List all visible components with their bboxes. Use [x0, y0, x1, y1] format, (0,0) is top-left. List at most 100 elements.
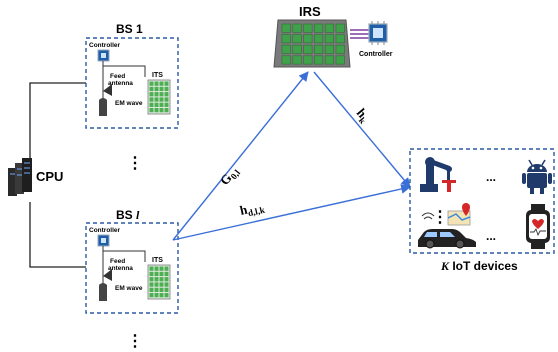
its-cell: [149, 277, 154, 282]
bs1-antenna-label: antenna: [108, 80, 133, 87]
bs1-control-path: [103, 65, 146, 77]
devices-ellipsis-top: ...: [486, 170, 496, 184]
iot-devices-text: IoT devices: [449, 259, 518, 273]
bsl-title-prefix: BS: [116, 208, 136, 222]
robot-arm-icon: [420, 157, 456, 192]
its-cell: [164, 97, 169, 102]
its-cell: [164, 92, 169, 97]
irs-element: [314, 44, 324, 54]
link-bs-to-devices: [172, 184, 411, 241]
bs-ellipsis-1: ⋮: [127, 155, 143, 172]
irs-element: [314, 55, 324, 65]
irs-element: [314, 34, 324, 44]
its-cell: [154, 282, 159, 287]
its-cell: [149, 92, 154, 97]
its-cell: [154, 108, 159, 113]
irs-element: [303, 55, 313, 65]
irs-element: [281, 55, 291, 65]
its-cell: [164, 86, 169, 92]
its-cell: [159, 271, 164, 277]
iot-devices-label: K IoT devices: [440, 259, 518, 273]
its-cell: [164, 277, 169, 282]
its-cell: [154, 271, 159, 277]
channel-links: [172, 71, 411, 241]
label-g0l: G0,l: [217, 163, 243, 189]
irs-element: [303, 34, 313, 44]
its-cell: [164, 287, 169, 292]
irs-element: [335, 44, 345, 54]
cpu-label: CPU: [36, 169, 63, 184]
android-robot-icon: [522, 159, 552, 194]
its-cell: [159, 282, 164, 287]
irs-cells: [281, 23, 345, 65]
bs1-controller-label: Controller: [89, 42, 121, 49]
its-cell: [154, 86, 159, 92]
irs-element: [281, 44, 291, 54]
its-cell: [149, 282, 154, 287]
its-cell: [159, 108, 164, 113]
bsl-chip-icon: [97, 234, 110, 247]
smartwatch-icon: [526, 204, 550, 249]
its-cell: [159, 293, 164, 298]
irs-element: [292, 23, 302, 33]
irs-element: [281, 34, 291, 44]
irs-element: [292, 55, 302, 65]
bs1-em-wave-label: EM wave: [115, 100, 143, 107]
irs-element: [281, 23, 291, 33]
its-cell: [159, 92, 164, 97]
bs1-feed-label: Feed: [110, 73, 125, 80]
cpu-connections: [29, 82, 86, 268]
its-cell: [154, 81, 159, 86]
bs1-its-panel: [147, 79, 171, 115]
bsl-control-path: [102, 246, 146, 262]
iot-frame: [409, 148, 555, 254]
its-cell: [149, 102, 154, 107]
link-bs-to-irs: [172, 71, 309, 241]
its-cell: [164, 282, 169, 287]
its-cell: [159, 97, 164, 102]
irs-title: IRS: [299, 4, 321, 19]
bs1-chip-icon: [97, 49, 110, 62]
its-cell: [154, 266, 159, 271]
cpu-icon: [8, 158, 32, 196]
its-cell: [154, 293, 159, 298]
irs-element: [324, 44, 335, 54]
its-cell: [154, 97, 159, 102]
irs-element: [335, 23, 345, 33]
irs-element: [303, 44, 313, 54]
bs1-title: BS 1: [116, 22, 143, 36]
bsl-horn-antenna-icon: [99, 269, 112, 301]
its-cell: [154, 102, 159, 107]
bsl-group: BS l Controller Feed antenna ITS EM wave: [85, 208, 179, 314]
devices-ellipsis-left: ⋮: [432, 209, 448, 226]
its-cell: [149, 293, 154, 298]
iot-devices-group: ... ⋮ ⋮ ...: [409, 148, 555, 273]
its-cell: [149, 86, 154, 92]
its-cell: [149, 266, 154, 271]
its-cell: [149, 81, 154, 86]
irs-panel: [273, 19, 351, 68]
bsl-frame: [85, 222, 179, 314]
its-cell: [159, 277, 164, 282]
bsl-controller-label: Controller: [89, 227, 121, 234]
irs-element: [324, 34, 335, 44]
bsl-feed-label: Feed: [110, 258, 125, 265]
label-hdlk-main: h: [238, 202, 249, 218]
bs-ellipsis-2: ⋮: [127, 333, 143, 350]
irs-chip-icon: [368, 21, 388, 45]
bsl-antenna-label: antenna: [108, 265, 133, 272]
bsl-its-label: ITS: [152, 257, 163, 264]
its-cell: [159, 266, 164, 271]
irs-element: [303, 23, 313, 33]
its-cell: [159, 102, 164, 107]
its-cell: [149, 287, 154, 292]
its-cell: [164, 102, 169, 107]
bs1-horn-antenna-icon: [99, 84, 112, 116]
its-cell: [159, 86, 164, 92]
irs-element: [292, 44, 302, 54]
bs1-frame: [85, 37, 179, 129]
irs-group: IRS Controller: [273, 4, 393, 68]
its-cell: [164, 266, 169, 271]
its-cell: [164, 108, 169, 113]
